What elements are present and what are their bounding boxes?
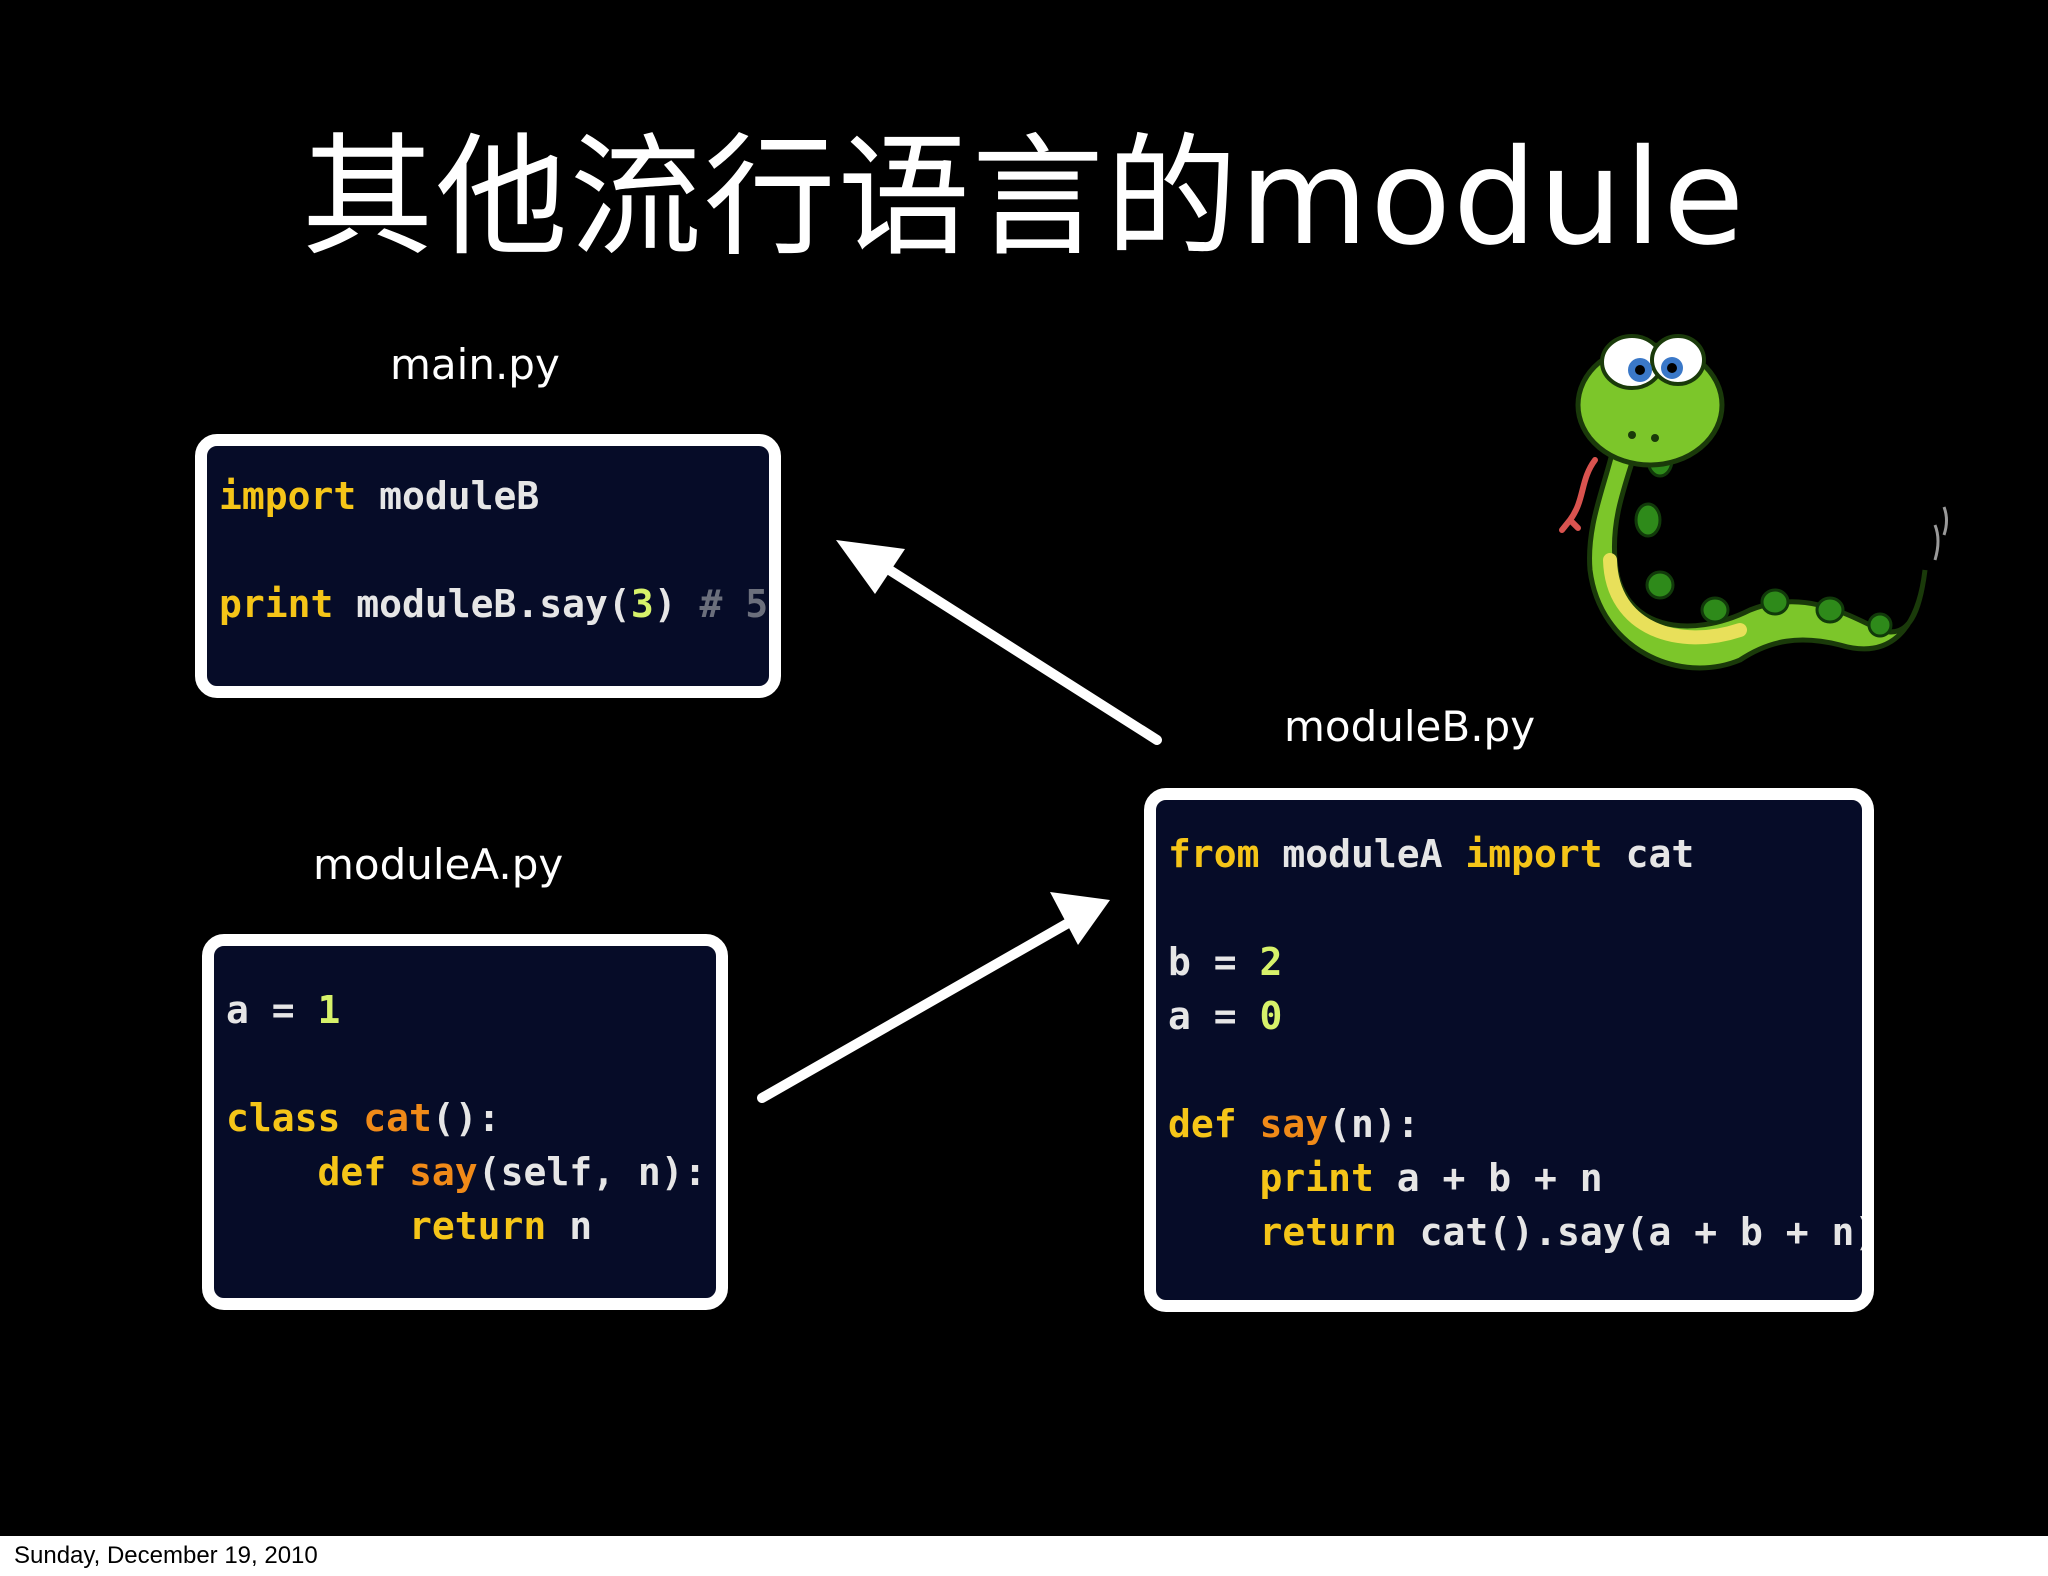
- code-token: moduleB: [356, 474, 540, 518]
- code-line: a = 1: [226, 986, 340, 1034]
- code-token: b =: [1168, 940, 1260, 984]
- code-line: print moduleB.say(3) # 5: [219, 580, 768, 628]
- code-token: a =: [1168, 994, 1260, 1038]
- main-code-box: import moduleB print moduleB.say(3) # 5: [195, 434, 781, 698]
- code-line: def say(self, n):: [226, 1148, 707, 1196]
- code-token: print: [1259, 1156, 1374, 1200]
- code-token: import: [219, 474, 357, 518]
- code-token: # 5: [699, 582, 769, 626]
- code-token: (n):: [1328, 1102, 1420, 1146]
- code-token: 1: [317, 988, 341, 1032]
- footer-date: Sunday, December 19, 2010: [0, 1536, 2048, 1576]
- code-line: b = 2: [1168, 938, 1282, 986]
- code-line: a = 0: [1168, 992, 1282, 1040]
- code-token: (self, n):: [477, 1150, 707, 1194]
- code-token: n: [546, 1204, 593, 1248]
- code-token: 3: [630, 582, 654, 626]
- code-token: ): [653, 582, 700, 626]
- moduleA-file-label: moduleA.py: [313, 840, 564, 889]
- code-line: return cat().say(a + b + n): [1168, 1208, 1874, 1256]
- code-line: return n: [226, 1202, 592, 1250]
- code-token: cat: [1602, 832, 1695, 876]
- code-token: moduleA: [1259, 832, 1466, 876]
- code-line: from moduleA import cat: [1168, 830, 1694, 878]
- code-token: cat().say(a + b + n): [1396, 1210, 1874, 1254]
- moduleA-code-box: a = 1 class cat(): def say(self, n): retu…: [202, 934, 728, 1310]
- code-token: a =: [226, 988, 318, 1032]
- python-snake-icon: [1559, 334, 1948, 671]
- code-token: return: [409, 1204, 547, 1248]
- arrow-moduleA-to-moduleB: [757, 892, 1110, 1103]
- arrows: [757, 540, 1162, 1103]
- code-token: a + b + n: [1373, 1156, 1603, 1200]
- code-token: ():: [431, 1096, 501, 1140]
- moduleB-file-label: moduleB.py: [1284, 702, 1536, 751]
- code-line: print a + b + n: [1168, 1154, 1603, 1202]
- code-token: return: [1259, 1210, 1397, 1254]
- main-file-label: main.py: [390, 340, 560, 389]
- code-line: class cat():: [226, 1094, 501, 1142]
- code-line: def say(n):: [1168, 1100, 1420, 1148]
- code-token: def: [317, 1150, 387, 1194]
- code-token: say: [1259, 1102, 1329, 1146]
- code-token: 0: [1259, 994, 1283, 1038]
- code-token: def: [1168, 1102, 1237, 1146]
- code-token: cat: [363, 1096, 432, 1140]
- code-token: print: [219, 582, 334, 626]
- slide: 其他流行语言的module main.py import moduleB prin…: [195, 121, 1948, 1312]
- code-token: say: [409, 1150, 478, 1194]
- code-token: 2: [1259, 940, 1283, 984]
- arrow-moduleB-to-main: [836, 540, 1162, 745]
- code-token: class: [226, 1096, 341, 1140]
- code-token: moduleB.say(: [333, 582, 631, 626]
- moduleB-code-box: from moduleA import cat b = 2 a = 0 def say…: [1144, 788, 1874, 1312]
- code-token: from: [1168, 832, 1260, 876]
- code-line: import moduleB: [219, 472, 539, 520]
- slide-title: 其他流行语言的module: [301, 121, 1747, 275]
- code-token: import: [1465, 832, 1603, 876]
